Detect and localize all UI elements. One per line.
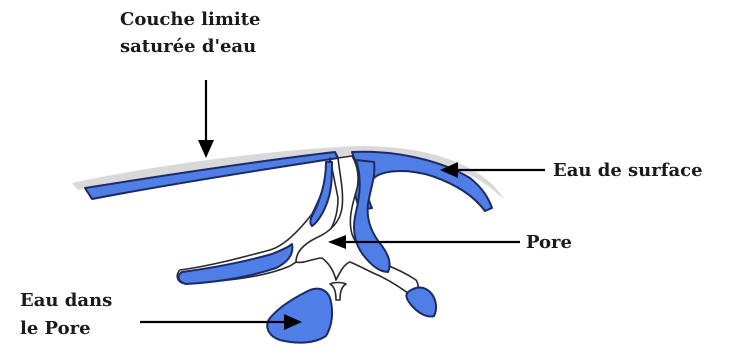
soil-grain-bottom bbox=[330, 283, 346, 301]
label-surface-water: Eau de surface bbox=[553, 160, 703, 181]
pore-water-right-lobe bbox=[406, 288, 436, 317]
arrow-surface-water bbox=[440, 162, 545, 178]
label-boundary-layer-line2: saturée d'eau bbox=[120, 36, 256, 57]
label-pore-water-line1: Eau dans bbox=[20, 290, 112, 311]
pore-water-bottom bbox=[267, 289, 332, 343]
label-boundary-layer-line1: Couche limite bbox=[120, 9, 261, 30]
arrow-boundary-layer bbox=[198, 80, 214, 158]
label-pore: Pore bbox=[526, 232, 572, 253]
label-pore-water-line2: le Pore bbox=[20, 318, 91, 339]
